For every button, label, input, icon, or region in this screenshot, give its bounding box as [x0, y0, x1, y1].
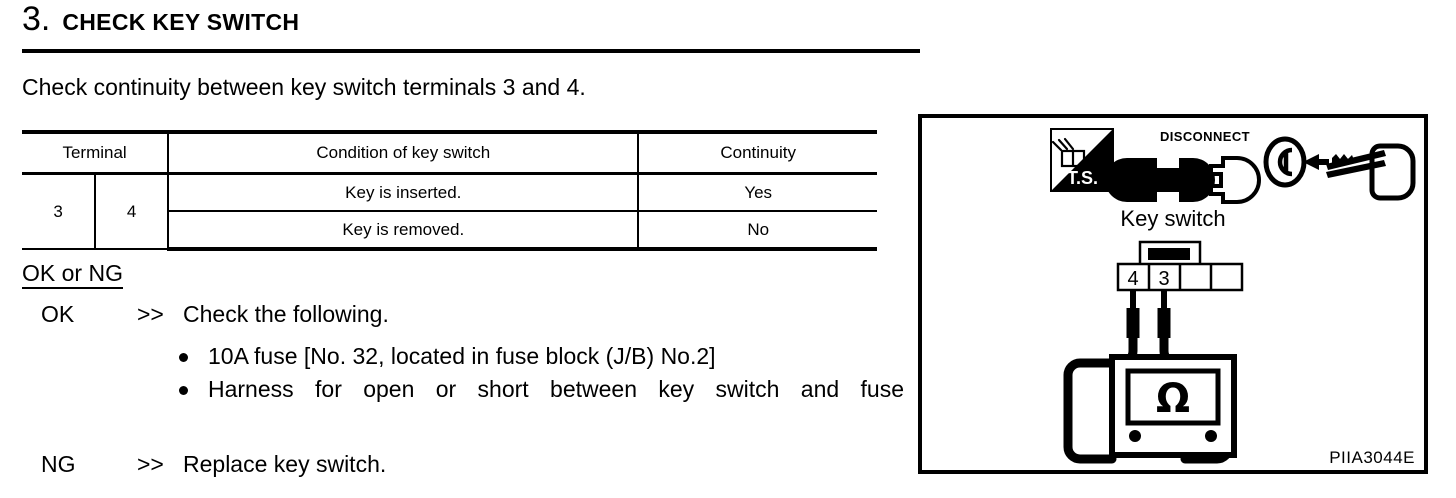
ok-bullet-list: 10A fuse [No. 32, located in fuse block …: [176, 342, 904, 436]
wiring-diagram-panel: T.S. DISCONNECT: [918, 114, 1428, 474]
continuity-removed: No: [637, 211, 877, 251]
key-switch-label: Key switch: [1120, 206, 1225, 231]
bullet-text: 10A fuse [No. 32, located in fuse block …: [208, 343, 716, 369]
header-continuity: Continuity: [637, 130, 877, 175]
condition-inserted: Key is inserted.: [167, 173, 640, 212]
figure-id: PIIA3044E: [1329, 448, 1415, 467]
terminal-value-4: 4: [94, 173, 170, 250]
step-number: 3.: [22, 0, 51, 38]
result-ok-arrow: >>: [137, 301, 164, 327]
table-row: Key is removed. No: [22, 211, 877, 251]
table-row: 3 4 Key is inserted. Yes: [22, 173, 877, 250]
continuity-table: Terminal Condition of key switch Continu…: [22, 130, 877, 251]
connector-pin-3: 3: [1158, 268, 1169, 290]
result-ok-label: OK: [41, 301, 75, 327]
disconnect-label: DISCONNECT: [1160, 129, 1250, 144]
plug-disconnect-icon: [1105, 156, 1261, 204]
terminal-value-3: 3: [22, 173, 97, 250]
list-item: 10A fuse [No. 32, located in fuse block …: [176, 342, 904, 370]
bullet-text: Harness for open or short between key sw…: [208, 376, 904, 403]
heading-divider: [22, 49, 920, 53]
result-heading: OK or NG: [22, 260, 123, 290]
table-header-row: Terminal Condition of key switch Continu…: [22, 130, 877, 175]
continuity-inserted: Yes: [637, 173, 877, 212]
key-switch-connector: 4 3: [1116, 240, 1244, 292]
tool-symbol-icon: T.S.: [1050, 128, 1114, 192]
page-title: 3. CHECK KEY SWITCH: [22, 2, 299, 36]
ohmmeter: Ω: [1109, 354, 1237, 458]
result-ng-label: NG: [41, 451, 76, 477]
header-condition: Condition of key switch: [167, 130, 640, 175]
list-item: Harness for open or short between key sw…: [176, 375, 904, 431]
bullet-dot-icon: [179, 386, 188, 396]
bullet-dot-icon: [179, 353, 188, 362]
step-title: CHECK KEY SWITCH: [62, 9, 300, 35]
header-terminal: Terminal: [22, 130, 170, 175]
result-ng-arrow: >>: [137, 451, 164, 477]
connector-pin-4: 4: [1127, 268, 1138, 290]
svg-text:T.S.: T.S.: [1067, 168, 1098, 188]
condition-removed: Key is removed.: [167, 211, 640, 251]
result-ng-text: Replace key switch.: [183, 451, 387, 477]
result-ng-row: NG >> Replace key switch.: [41, 451, 386, 479]
result-ok-row: OK >> Check the following.: [41, 301, 389, 329]
ohm-symbol: Ω: [1156, 376, 1190, 422]
key-insert-icon: [1263, 136, 1416, 201]
instruction-text: Check continuity between key switch term…: [22, 74, 586, 100]
key-switch-continuity-diagram: T.S. DISCONNECT: [1050, 128, 1416, 464]
result-ok-text: Check the following.: [183, 301, 389, 327]
